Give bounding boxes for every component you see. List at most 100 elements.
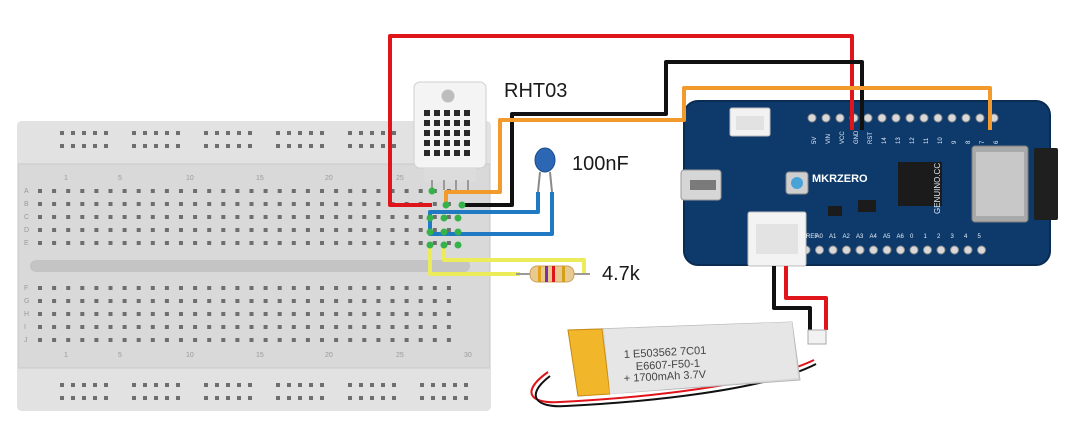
breadboard-hole (136, 202, 141, 206)
header-pin (905, 113, 915, 123)
breadboard-hole (348, 189, 353, 193)
breadboard-hole (38, 299, 42, 303)
breadboard-hole (235, 241, 240, 245)
breadboard-hole (432, 215, 437, 219)
breadboard-hole (334, 228, 339, 232)
rail-hole (348, 131, 352, 135)
breadboard-hole (404, 189, 409, 193)
breadboard-hole (305, 228, 310, 232)
breadboard-hole (38, 189, 42, 193)
rail-hole (82, 144, 86, 148)
header-pin (877, 113, 887, 123)
row-letters-top: A B C D E (24, 188, 29, 247)
breadboard-hole (94, 241, 99, 245)
breadboard-hole (221, 325, 226, 329)
header-pin (807, 113, 817, 123)
column-number: 1 (64, 352, 68, 359)
rail-hole (104, 131, 108, 135)
rail-hole (132, 396, 136, 400)
breadboard-hole (291, 228, 296, 232)
row-letter: D (24, 227, 29, 234)
header-pin (828, 245, 838, 255)
breadboard-hole (404, 299, 409, 303)
breadboard-hole (38, 312, 42, 316)
breadboard-hole (418, 228, 423, 232)
breadboard-hole (122, 338, 127, 342)
breadboard-hole (305, 299, 310, 303)
rail-hole (154, 144, 158, 148)
breadboard-hole (291, 189, 296, 193)
breadboard-hole (122, 241, 127, 245)
breadboard-hole (94, 189, 99, 193)
wire-gnd-black (462, 60, 864, 207)
breadboard-hole (52, 215, 57, 219)
breadboard-hole (305, 338, 310, 342)
rail-hole (276, 131, 280, 135)
rail-hole (370, 396, 374, 400)
rail-hole (431, 383, 435, 387)
column-numbers-bottom: 1 5 10 15 20 25 30 (64, 352, 472, 359)
breadboard-hole (305, 215, 310, 219)
breadboard-hole (122, 325, 127, 329)
breadboard-hole (432, 286, 437, 290)
breadboard-hole (291, 286, 296, 290)
rail-hole (132, 383, 136, 387)
rail-hole (309, 383, 313, 387)
rail-hole (60, 131, 64, 135)
breadboard-hole (150, 189, 155, 193)
breadboard-hole (122, 202, 127, 206)
breadboard-hole (221, 299, 226, 303)
breadboard-hole (362, 338, 367, 342)
breadboard-hole (249, 338, 254, 342)
rail-hole (392, 131, 396, 135)
breadboard-hole (334, 338, 339, 342)
breadboard-hole (446, 299, 451, 303)
pin-label: A5 (883, 234, 891, 240)
pin-label: A0 (816, 234, 824, 240)
rail-hole (60, 383, 64, 387)
breadboard-hole (320, 241, 324, 245)
breadboard-hole (376, 338, 381, 342)
rail-hole (226, 144, 230, 148)
breadboard-hole (390, 286, 395, 290)
breadboard-hole (263, 215, 268, 219)
breadboard-hole (94, 202, 99, 206)
breadboard-hole (305, 202, 310, 206)
column-number: 1 (64, 175, 68, 182)
breadboard-hole (418, 286, 423, 290)
breadboard-hole (277, 215, 282, 219)
pin-label: VIN (826, 134, 832, 144)
grille-slot (434, 120, 440, 126)
rail-hole (82, 396, 86, 400)
breadboard-hole (446, 241, 451, 245)
rail-hole (348, 144, 352, 148)
wire-endpoints (426, 187, 466, 249)
header-pin (919, 113, 929, 123)
column-number: 5 (118, 175, 122, 182)
rail-hole (320, 144, 324, 148)
breadboard-hole (376, 228, 381, 232)
breadboard-hole (348, 312, 353, 316)
grille-slot (454, 110, 460, 116)
rail-hole (82, 131, 86, 135)
breadboard-hole (362, 325, 367, 329)
breadboard-hole (150, 312, 155, 316)
breadboard-hole (94, 215, 99, 219)
breadboard-hole (136, 215, 141, 219)
wire-signal-orange (444, 86, 992, 205)
breadboard-hole (94, 299, 99, 303)
breadboard-hole (108, 202, 113, 206)
breadboard-hole (334, 189, 339, 193)
breadboard-hole (249, 312, 254, 316)
pin-label: 2 (937, 234, 941, 240)
breadboard-hole (52, 241, 57, 245)
breadboard-hole (52, 228, 57, 232)
rail-hole (215, 144, 219, 148)
grille-slot (454, 130, 460, 136)
breadboard-hole (390, 325, 395, 329)
rail-hole (176, 144, 180, 148)
breadboard-hole (150, 325, 155, 329)
breadboard-hole (291, 338, 296, 342)
breadboard-hole (150, 286, 155, 290)
breadboard-hole (94, 228, 99, 232)
